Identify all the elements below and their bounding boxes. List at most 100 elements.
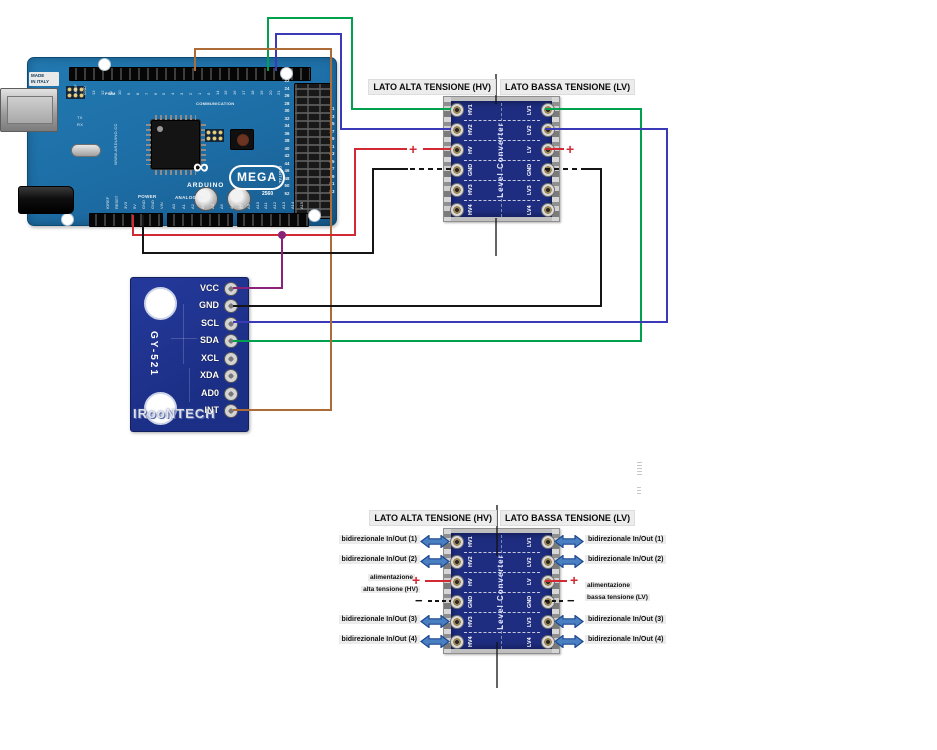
pin-label: VIN bbox=[158, 202, 164, 209]
analog-header-a bbox=[167, 213, 233, 227]
tx-label: TX bbox=[77, 115, 83, 120]
pcb-trace bbox=[171, 338, 197, 339]
bidirectional-arrow-icon bbox=[554, 635, 584, 648]
junction-5v-vcc bbox=[278, 231, 286, 239]
gy-pin-scl bbox=[224, 316, 238, 331]
pin-label: GND bbox=[527, 595, 533, 609]
lv-side-header-bottom: LATO BASSA TENSIONE (LV) bbox=[500, 510, 636, 526]
pin-label: HV3 bbox=[468, 184, 474, 196]
usb-connector-inner bbox=[7, 96, 53, 124]
pin-label: 42 bbox=[284, 153, 290, 158]
pin-label: 15 bbox=[223, 90, 229, 95]
pin-label: 20 bbox=[267, 90, 273, 95]
annotation-hv-io4: bidirezionale In/Out (4) bbox=[338, 635, 420, 644]
pin-label: IOREF bbox=[105, 196, 110, 209]
chip-pins-bottom bbox=[155, 170, 196, 175]
pin-label: HV2 bbox=[468, 556, 474, 568]
pin-label: 53 bbox=[329, 188, 335, 194]
pin-label: GND bbox=[468, 163, 474, 177]
hv-side-header-bottom: LATO ALTA TENSIONE (HV) bbox=[369, 510, 497, 526]
gy-pin-sda bbox=[224, 334, 238, 349]
solder-pad bbox=[541, 103, 555, 117]
gy-pin-gnd bbox=[224, 299, 238, 314]
pin-label: A8 bbox=[237, 204, 242, 209]
lv-side-header-top: LATO BASSA TENSIONE (LV) bbox=[500, 79, 636, 95]
pin-label: 50 bbox=[284, 183, 290, 188]
gy-mounting-hole bbox=[144, 287, 177, 320]
scan-artifact bbox=[637, 485, 641, 494]
gy-pin-ad0 bbox=[224, 386, 238, 401]
pin-label: AREF bbox=[73, 84, 78, 95]
pin-label: A15 bbox=[298, 201, 304, 209]
annotation-hv-io1: bidirezionale In/Out (1) bbox=[338, 535, 420, 544]
plus-marker: + bbox=[409, 141, 418, 157]
annotation-hv-power-line1: alimentazione bbox=[368, 574, 415, 581]
pin-label: RESET bbox=[113, 195, 119, 209]
solder-pad bbox=[450, 203, 464, 217]
icsp2-header bbox=[66, 86, 85, 99]
pin-label: 19 bbox=[258, 90, 264, 95]
pin-label: HV1 bbox=[468, 536, 474, 548]
minus-marker: − bbox=[567, 593, 575, 608]
level-converter-title: Level Converter bbox=[496, 554, 505, 630]
pin-label: GND bbox=[140, 200, 146, 209]
communication-label: COMMUNICATION bbox=[196, 101, 235, 106]
level-converter-title: Level Converter bbox=[496, 122, 505, 198]
pin-label: 40 bbox=[284, 145, 290, 151]
pwm-label: PWM bbox=[105, 91, 116, 96]
pin-label: LV bbox=[527, 578, 533, 586]
solder-pad bbox=[541, 183, 555, 197]
pin-label: 49 bbox=[329, 173, 335, 179]
bidirectional-arrow-icon bbox=[554, 535, 584, 548]
gy-pin-label-sda: SDA bbox=[199, 335, 219, 346]
pcb-trace bbox=[183, 304, 184, 364]
annotation-lv-power-line2: bassa tensione (LV) bbox=[585, 594, 650, 601]
pin-label: LV4 bbox=[527, 637, 533, 647]
pin-label: 32 bbox=[284, 115, 290, 121]
plus-marker: + bbox=[570, 572, 579, 588]
pin-label: 43 bbox=[329, 151, 335, 156]
pin-label: 7 bbox=[143, 92, 149, 95]
power-jack bbox=[18, 186, 74, 214]
silkscreen-divider bbox=[464, 632, 540, 633]
annotation-lv-io1: bidirezionale In/Out (1) bbox=[585, 535, 667, 544]
pin-label: 31 bbox=[329, 106, 335, 111]
pin-label: A6 bbox=[228, 204, 234, 209]
solder-pad bbox=[541, 635, 555, 649]
pin-label: 34 bbox=[284, 123, 290, 128]
mounting-hole bbox=[98, 58, 111, 71]
silkscreen-divider bbox=[464, 612, 540, 613]
solder-pad bbox=[450, 635, 464, 649]
solder-pad bbox=[541, 143, 555, 157]
solder-pad bbox=[450, 615, 464, 629]
pin-label: A14 bbox=[289, 201, 295, 209]
pin-label: HV3 bbox=[468, 616, 474, 628]
minus-marker: − bbox=[415, 593, 423, 608]
pin-label: 44 bbox=[284, 160, 290, 166]
pin-label: LV1 bbox=[527, 537, 533, 547]
bidirectional-arrow-icon bbox=[554, 555, 584, 568]
pin-label: 41 bbox=[329, 143, 335, 149]
pin-label: 1 bbox=[196, 92, 202, 95]
pin-label: HV4 bbox=[468, 204, 474, 216]
pin-label: 16 bbox=[232, 90, 238, 95]
solder-pad bbox=[450, 595, 464, 609]
chip-pins-top bbox=[155, 115, 196, 120]
hv-side-header-top: LATO ALTA TENSIONE (HV) bbox=[368, 79, 496, 95]
pin-label: 9 bbox=[126, 92, 132, 95]
pin-label: 3 bbox=[179, 92, 185, 95]
gy-pin-label-scl: SCL bbox=[201, 317, 219, 328]
chip-pins-left bbox=[146, 124, 151, 165]
pin-label: A5 bbox=[219, 204, 225, 209]
made-in-italy-label: MADE IN ITALY bbox=[29, 72, 59, 86]
pin-label: A1 bbox=[180, 204, 186, 209]
castellated-edge-left bbox=[444, 529, 451, 653]
pin-label: LV1 bbox=[527, 105, 533, 115]
gy-pin-label-xda: XDA bbox=[199, 370, 219, 381]
bidirectional-arrow-icon bbox=[420, 635, 450, 648]
solder-pad bbox=[541, 123, 555, 137]
pin-label: 33 bbox=[329, 113, 335, 119]
